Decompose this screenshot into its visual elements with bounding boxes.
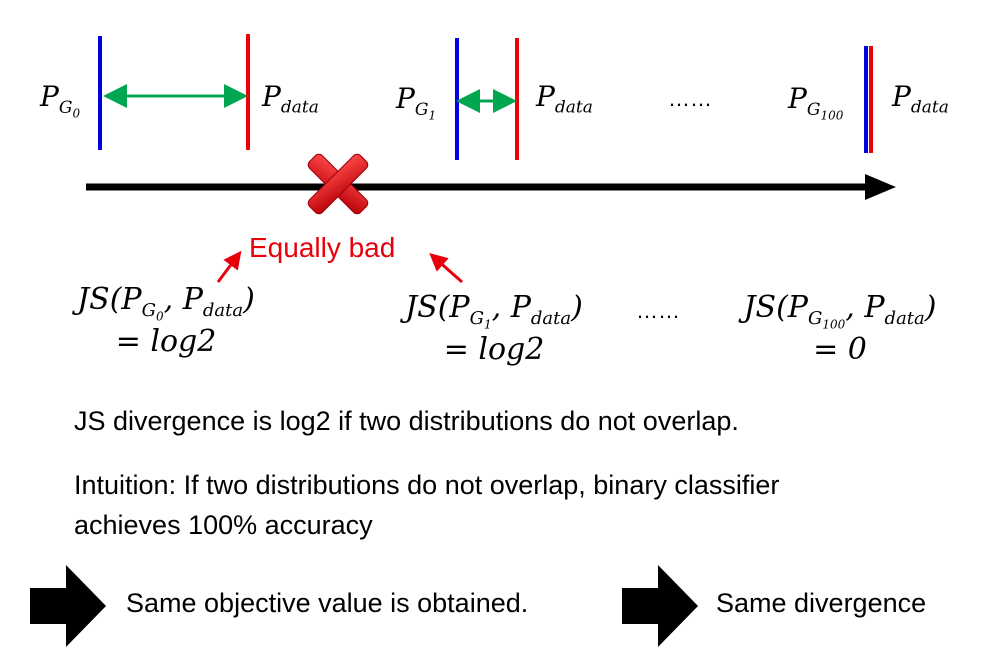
label-p-data-100: Pdata <box>892 80 949 118</box>
cross-mark-icon <box>307 153 369 215</box>
top-ellipsis: …… <box>668 86 712 111</box>
js-g1-line2: = log2 <box>443 331 545 367</box>
annotation-arrow-left <box>216 250 242 283</box>
label-p-data-1: Pdata <box>536 80 593 118</box>
label-p-data-0: Pdata <box>262 80 319 118</box>
js-ellipsis: …… <box>636 298 680 323</box>
js-g0-line1: JS(PG0, Pdata) <box>77 282 255 324</box>
conclusion-objective: Same objective value is obtained. <box>126 588 529 618</box>
js-g0-line2: = log2 <box>115 323 217 359</box>
js-g100-line2: = 0 <box>813 331 867 367</box>
annotation-arrow-right <box>429 253 463 284</box>
axis-arrowhead <box>865 174 896 200</box>
intuition-line-2: achieves 100% accuracy <box>74 510 373 540</box>
equally-bad-label: Equally bad <box>249 232 396 263</box>
js-g1-expression: JS(PG1, Pdata) = log2 <box>384 290 604 367</box>
label-p-g100: PG100 <box>788 82 844 122</box>
js-g0-expression: JS(PG0, Pdata) = log2 <box>56 282 276 359</box>
block-arrow-right-icon <box>30 565 106 647</box>
js-g100-line1: JS(PG100, Pdata) <box>743 290 937 332</box>
js-g100-expression: JS(PG100, Pdata) = 0 <box>720 290 960 367</box>
intuition-line-1: Intuition: If two distributions do not o… <box>74 470 780 500</box>
js-g1-line1: JS(PG1, Pdata) <box>405 290 583 332</box>
label-p-g1: PG1 <box>396 82 437 122</box>
js-divergence-statement: JS divergence is log2 if two distributio… <box>74 406 739 436</box>
label-p-g0: PG0 <box>40 80 81 120</box>
block-arrow-right-icon-2 <box>622 565 698 647</box>
conclusion-divergence: Same divergence <box>716 588 927 618</box>
